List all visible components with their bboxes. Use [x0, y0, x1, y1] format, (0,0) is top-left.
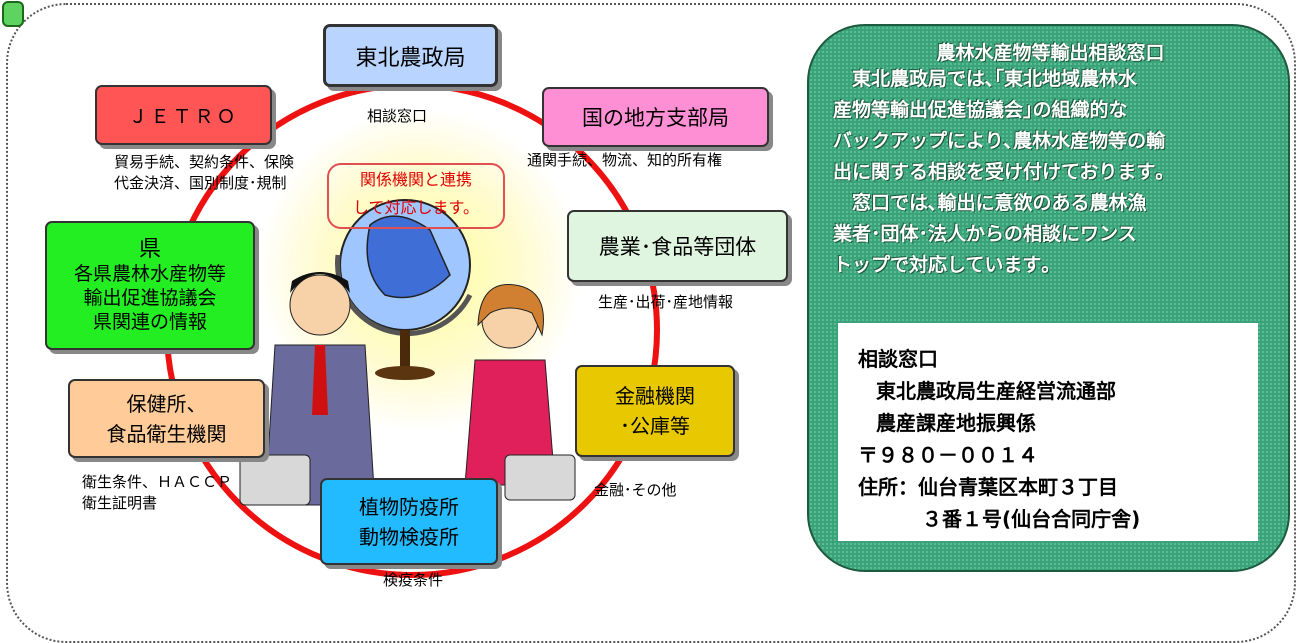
caption-quarantine: 検疫条件 [383, 571, 444, 589]
node-jetro-label: ＪＥＴＲＯ [128, 105, 239, 128]
node-finance-label: 金融機関 ･公庫等 [615, 384, 695, 438]
consultation-illustration [239, 199, 576, 506]
node-tohoku-label: 東北農政局 [355, 45, 466, 71]
node-jetro: ＪＥＴＲＯ [95, 85, 272, 145]
node-tohoku-bureau: 東北農政局 [323, 24, 498, 87]
contact-address2: ３番１号(仙台合同庁舎) [922, 507, 1141, 531]
node-finance: 金融機関 ･公庫等 [575, 365, 735, 457]
caption-finance: 金融･その他 [594, 481, 677, 499]
node-pref-line2: 輸出促進協議会 [83, 286, 217, 309]
node-agri-label: 農業･食品等団体 [598, 235, 757, 259]
node-prefecture: 県 各県農林水産物等 輸出促進協議会 県関連の情報 [45, 221, 255, 350]
contact-dept: 東北農政局生産経営流通部 [876, 379, 1116, 403]
node-regional-label: 国の地方支部局 [582, 106, 729, 130]
center-callout-frame [327, 163, 505, 229]
caption-tohoku: 相談窓口 [367, 107, 428, 125]
contact-postal: 〒９８０－００１４ [858, 443, 1038, 467]
node-quarantine-label: 植物防疫所 動物検疫所 [359, 494, 459, 549]
contact-address1: 住所：仙台青葉区本町３丁目 [858, 475, 1118, 499]
contact-section: 農産課産地振興係 [876, 411, 1036, 435]
contact-label: 相談窓口 [858, 347, 938, 371]
caption-agri: 生産･出荷･産地情報 [598, 293, 734, 311]
node-quarantine: 植物防疫所 動物検疫所 [320, 478, 498, 565]
panel-title: 農林水産物等輸出相談窓口 [936, 42, 1165, 64]
center-callout-text: 関係機関と連携 して対応します。 [353, 170, 479, 217]
globe-icon [335, 199, 473, 380]
node-pref-line1: 各県農林水産物等 [73, 262, 226, 285]
node-health-center: 保健所、 食品衛生機関 [68, 379, 265, 458]
contact-box: 相談窓口 東北農政局生産経営流通部 農産課産地振興係 〒９８０－００１４ 住所：… [838, 323, 1258, 541]
businesswoman-icon [464, 284, 576, 501]
caption-health: 衛生条件、ＨＡＣＣＰ 衛生証明書 [82, 473, 233, 512]
node-health-label: 保健所、 食品衛生機関 [106, 391, 227, 446]
corner-tab-icon [2, 1, 24, 27]
businessman-icon [239, 272, 376, 506]
caption-jetro: 貿易手続、契約条件、保険 代金決済、国別制度･規制 [114, 153, 295, 192]
node-pref-line3: 県関連の情報 [92, 310, 207, 333]
caption-regional: 通関手続、物流、知的所有権 [527, 151, 723, 169]
node-pref-title: 県 [138, 236, 161, 262]
panel-body: 東北農政局では､｢東北地域農林水 産物等輸出促進協議会｣の組織的な バックアップ… [833, 68, 1166, 276]
node-agri-food-groups: 農業･食品等団体 [567, 210, 788, 282]
node-regional-offices: 国の地方支部局 [542, 87, 769, 147]
